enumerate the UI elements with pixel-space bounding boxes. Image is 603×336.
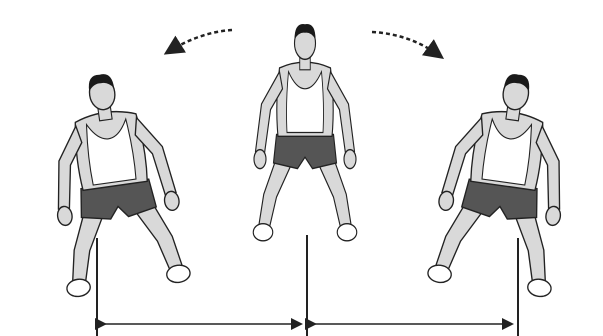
arrow-left-icon bbox=[168, 30, 232, 52]
athlete-left-figure bbox=[38, 66, 191, 298]
athlete-right-figure bbox=[427, 66, 580, 298]
athlete-center-figure bbox=[253, 24, 357, 241]
arrow-right-icon bbox=[372, 32, 440, 56]
